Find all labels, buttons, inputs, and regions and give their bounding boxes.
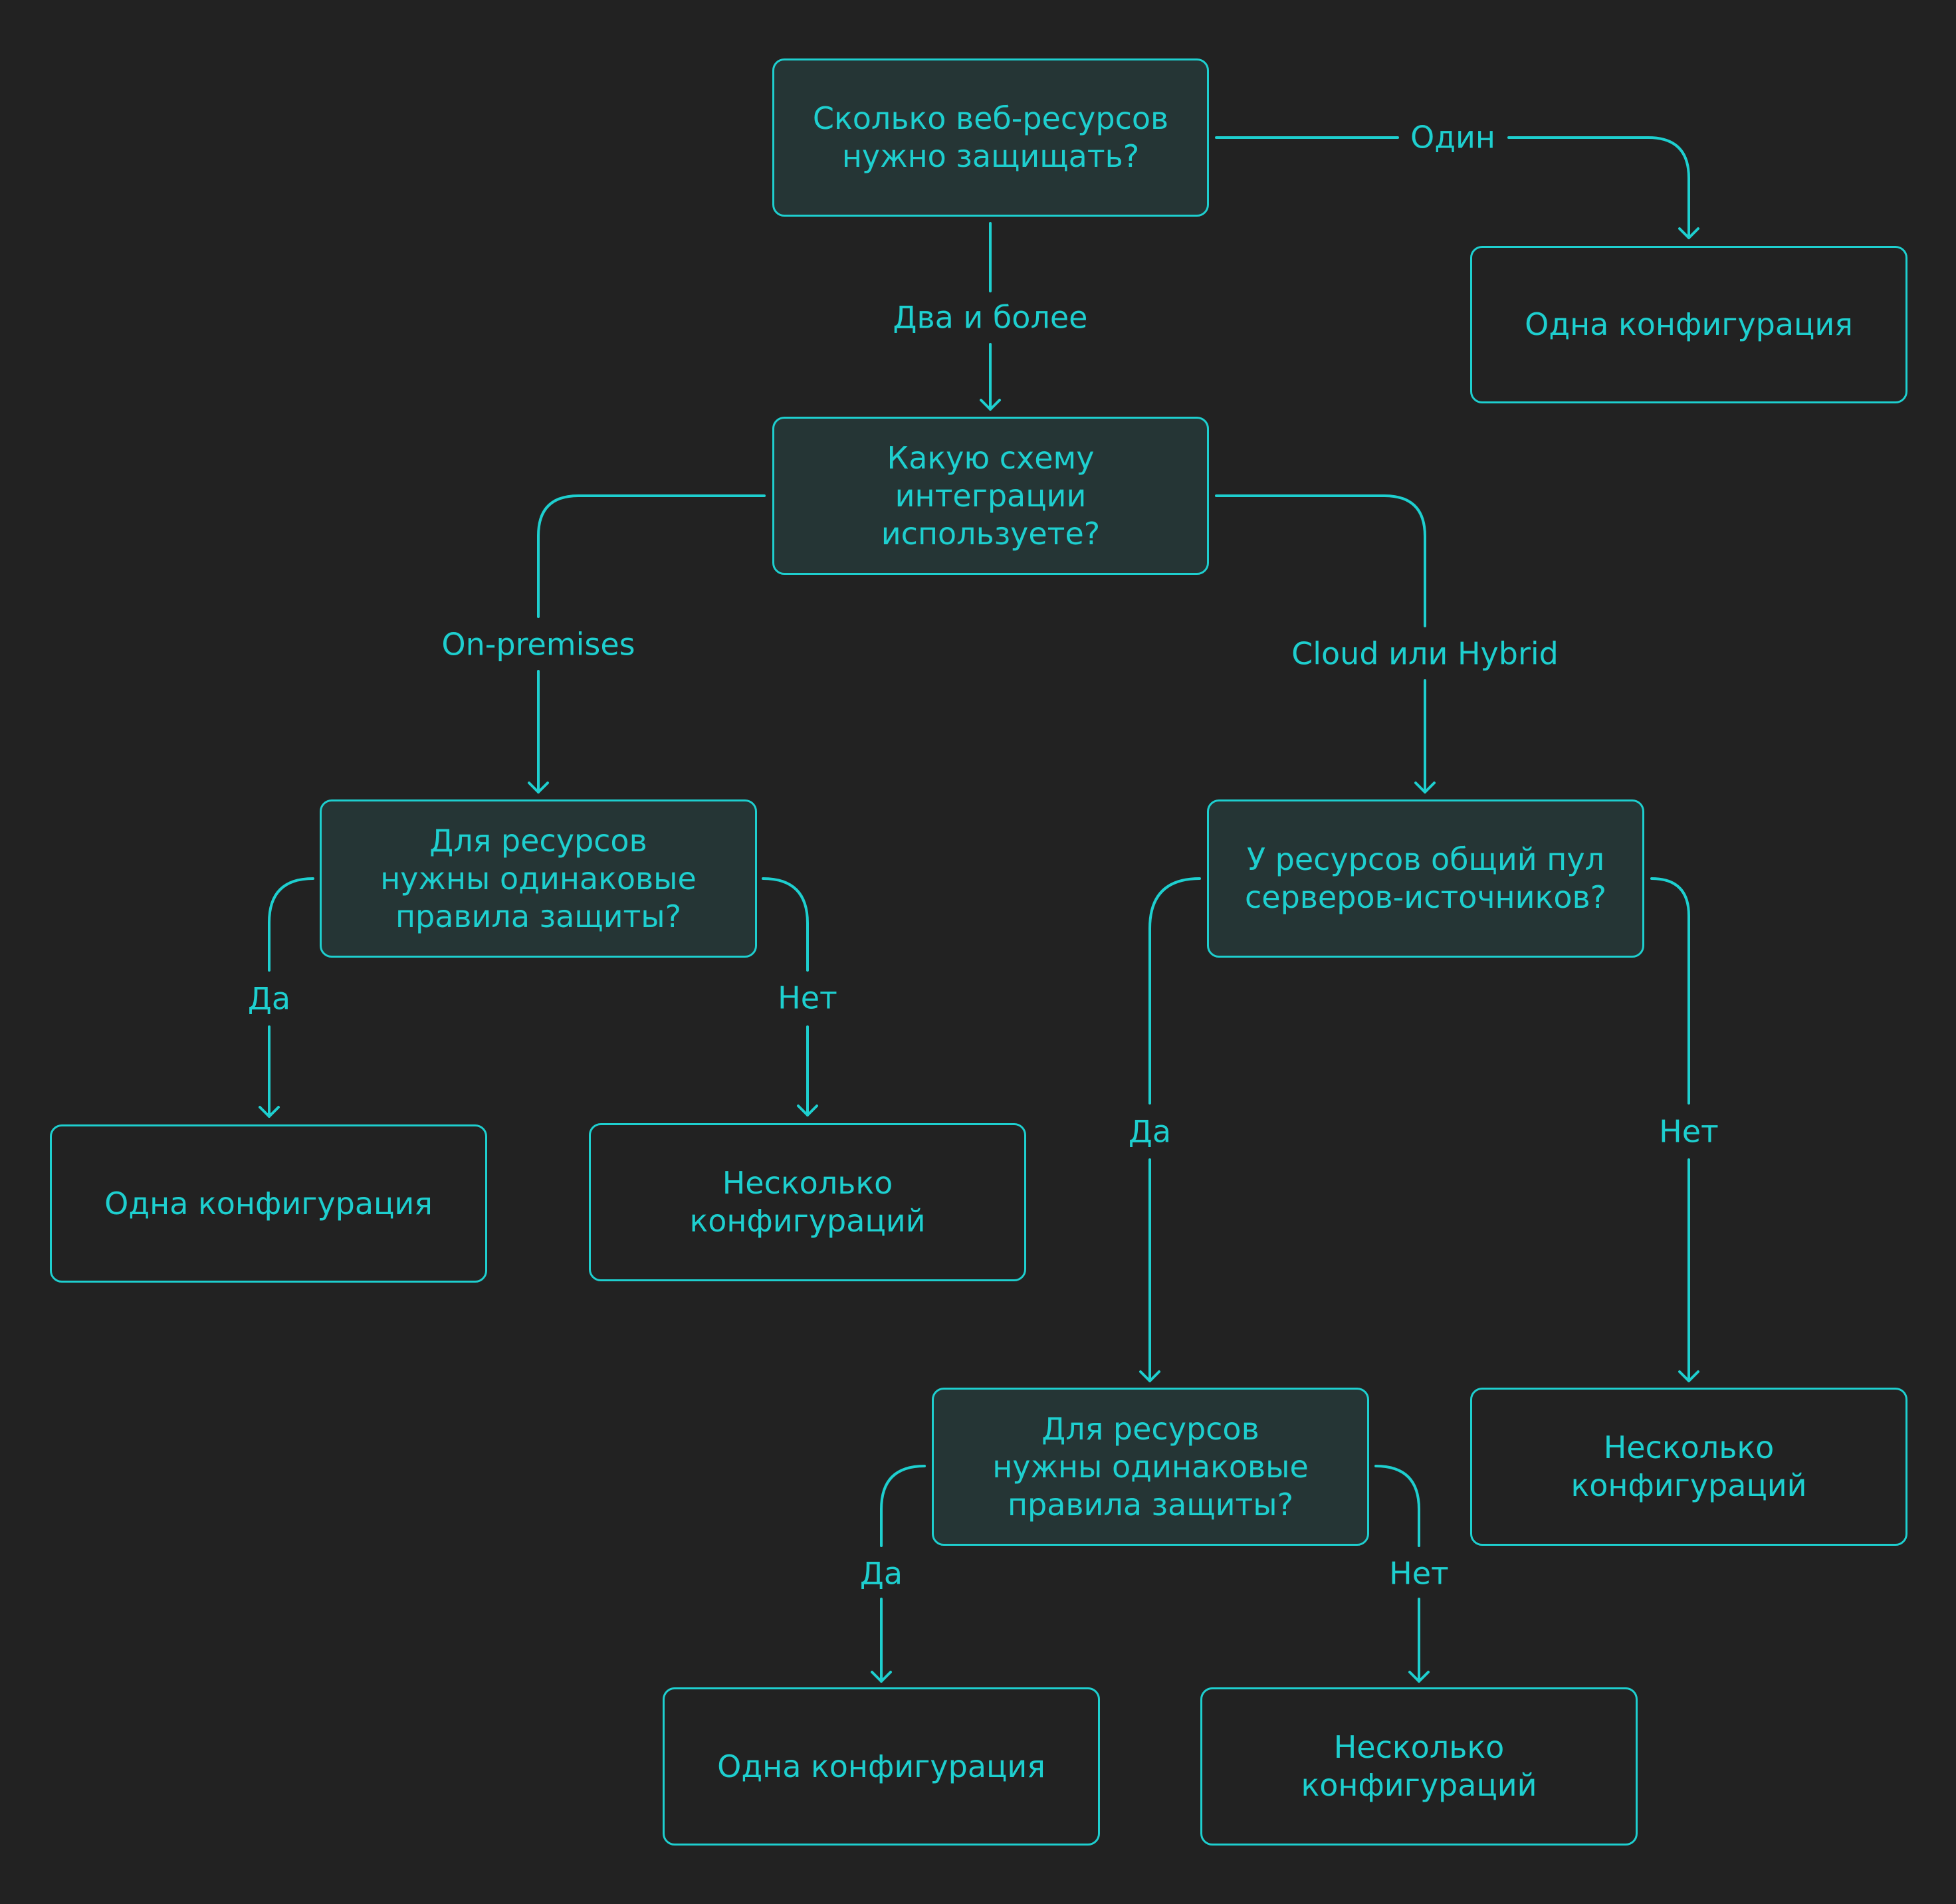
node-one-config-onprem: Одна конфигурация: [50, 1124, 487, 1283]
edge-label-yes-onprem: Да: [247, 980, 291, 1017]
node-one-config-cloud-label: Одна конфигурация: [717, 1748, 1045, 1784]
edge-no-cloud-arrowhead: [1408, 1671, 1430, 1683]
edge-no-pool-segment-a: [1650, 877, 1690, 1105]
node-how-many-resources-label: Сколько веб-ресурсов нужно защищать?: [812, 100, 1169, 174]
node-same-rules-cloud: Для ресурсов нужны одинаковые правила за…: [932, 1388, 1369, 1546]
edge-label-two-or-more: Два и более: [893, 299, 1088, 336]
edge-one-segment-b: [1507, 136, 1690, 239]
edge-no-onprem-arrowhead: [797, 1105, 818, 1116]
edge-yes-onprem-arrowhead: [259, 1106, 280, 1118]
edge-onprem-arrowhead: [528, 782, 549, 793]
node-multi-config-pool-label: Несколько конфигураций: [1571, 1429, 1807, 1503]
edge-no-cloud-segment-a: [1374, 1465, 1420, 1547]
edge-label-yes-pool: Да: [1128, 1113, 1172, 1150]
edge-no-pool-arrowhead: [1678, 1370, 1699, 1382]
edge-label-cloud-hybrid: Cloud или Hybrid: [1291, 635, 1559, 672]
node-shared-server-pool-label: У ресурсов общий пул серверов-источников…: [1245, 841, 1606, 915]
edge-one-arrowhead: [1678, 227, 1699, 239]
edge-label-one: Один: [1410, 119, 1495, 156]
edge-yes-pool-arrowhead: [1139, 1370, 1160, 1382]
edge-label-no-pool: Нет: [1659, 1113, 1719, 1150]
node-one-config-top: Одна конфигурация: [1470, 246, 1907, 403]
node-one-config-cloud: Одна конфигурация: [663, 1687, 1100, 1846]
edge-no-onprem-segment-a: [762, 877, 809, 972]
node-multi-config-cloud: Несколько конфигураций: [1200, 1687, 1638, 1846]
edge-cloud-segment-a: [1215, 494, 1426, 627]
edge-yes-cloud-arrowhead: [871, 1671, 892, 1683]
node-multi-config-onprem: Несколько конфигураций: [589, 1123, 1026, 1281]
edge-label-on-premises: On-premises: [441, 626, 635, 663]
edge-label-no-onprem: Нет: [778, 980, 837, 1016]
node-same-rules-onprem-label: Для ресурсов нужны одинаковые правила за…: [380, 822, 697, 934]
node-multi-config-onprem-label: Несколько конфигураций: [689, 1165, 926, 1239]
node-shared-server-pool: У ресурсов общий пул серверов-источников…: [1207, 799, 1644, 958]
edge-onprem-segment-a: [537, 494, 766, 618]
edge-two-arrowhead: [980, 399, 1001, 411]
node-multi-config-cloud-label: Несколько конфигураций: [1301, 1729, 1537, 1803]
edge-label-no-cloud: Нет: [1389, 1555, 1449, 1592]
edge-label-yes-cloud: Да: [859, 1555, 903, 1592]
edge-yes-pool-segment-a: [1148, 877, 1201, 1105]
node-multi-config-pool: Несколько конфигураций: [1470, 1388, 1907, 1546]
node-integration-scheme: Какую схему интеграции используете?: [772, 417, 1209, 575]
node-one-config-onprem-label: Одна конфигурация: [104, 1185, 433, 1221]
node-one-config-top-label: Одна конфигурация: [1525, 306, 1853, 342]
node-same-rules-onprem: Для ресурсов нужны одинаковые правила за…: [320, 799, 757, 958]
node-integration-scheme-label: Какую схему интеграции используете?: [881, 439, 1101, 552]
edge-yes-cloud-segment-a: [880, 1465, 926, 1547]
edge-cloud-arrowhead: [1414, 782, 1436, 793]
node-same-rules-cloud-label: Для ресурсов нужны одинаковые правила за…: [992, 1410, 1309, 1523]
node-how-many-resources: Сколько веб-ресурсов нужно защищать?: [772, 58, 1209, 217]
edge-yes-onprem-segment-a: [268, 877, 314, 972]
